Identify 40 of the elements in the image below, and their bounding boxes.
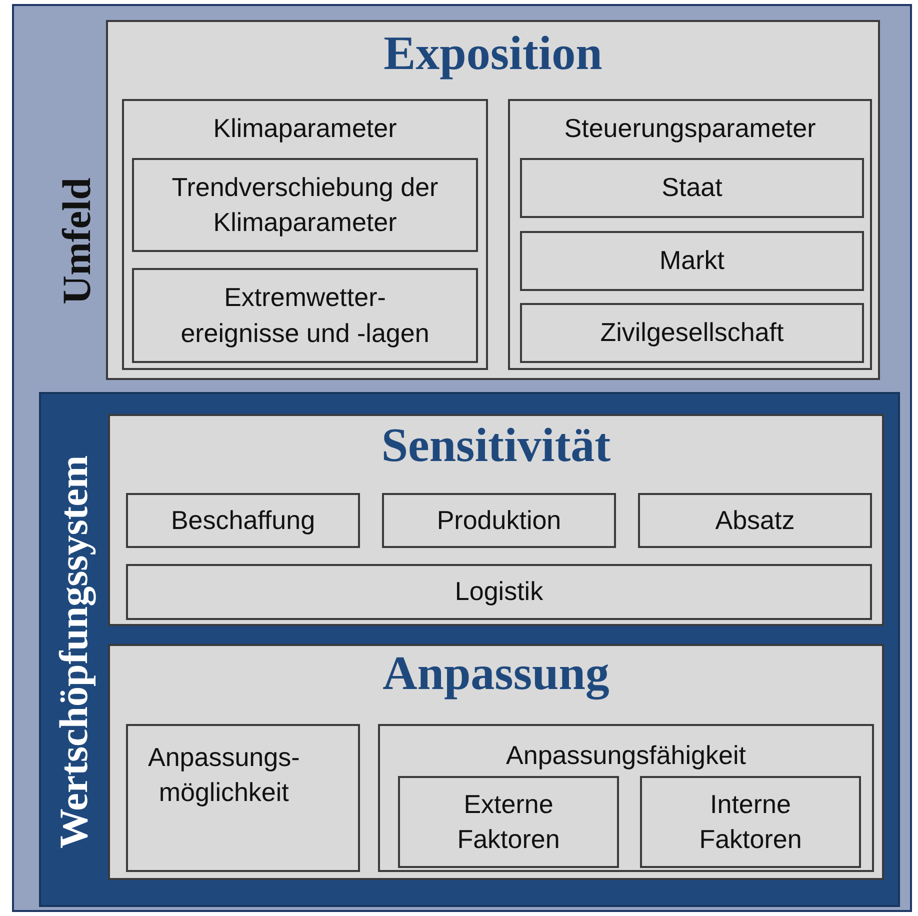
- parameter-box: [520, 231, 864, 291]
- heading: Klimaparameter: [213, 112, 397, 145]
- function-box: [638, 493, 872, 548]
- label: Interne Faktoren: [698, 788, 803, 856]
- heading: Steuerungsparameter: [564, 112, 816, 145]
- group-box: [508, 99, 872, 370]
- parameter-box: [520, 303, 864, 363]
- adaptation-panel: [108, 644, 884, 880]
- label: Logistik: [454, 575, 544, 608]
- parameter-box: [132, 158, 478, 252]
- label: Zivilgesellschaft: [599, 316, 785, 350]
- label: Trendverschiebung der Klimaparameter: [170, 170, 440, 239]
- exposition-panel: [106, 20, 880, 380]
- label: Extremwetter- ereignisse und -lagen: [180, 281, 430, 350]
- label: Anpassungs- möglichkeit: [147, 741, 301, 810]
- factor-box: [398, 776, 619, 868]
- label: Absatz: [714, 504, 796, 537]
- heading: Exposition: [384, 28, 602, 81]
- heading: Umfeld: [57, 178, 97, 304]
- label: Markt: [658, 244, 726, 278]
- parameter-box: [520, 158, 864, 218]
- heading: Sensitivität: [381, 420, 611, 473]
- label: Beschaffung: [170, 504, 316, 537]
- value-chain-panel: [39, 392, 900, 907]
- heading: Anpassung: [382, 648, 610, 701]
- heading: Wertschöpfungssystem: [54, 455, 94, 849]
- group-box: [378, 724, 874, 872]
- label: Produktion: [436, 504, 562, 537]
- label: Staat: [660, 171, 724, 204]
- group-box: [122, 99, 488, 370]
- sensitivity-panel: [108, 414, 884, 626]
- parameter-box: [132, 268, 478, 363]
- function-box: [126, 564, 872, 620]
- context-panel: [12, 4, 912, 912]
- function-box: [382, 493, 616, 548]
- adaptation-box: [126, 724, 360, 872]
- heading: Anpassungsfähigkeit: [506, 739, 746, 772]
- function-box: [126, 493, 360, 548]
- factor-box: [640, 776, 861, 868]
- label: Externe Faktoren: [456, 788, 561, 856]
